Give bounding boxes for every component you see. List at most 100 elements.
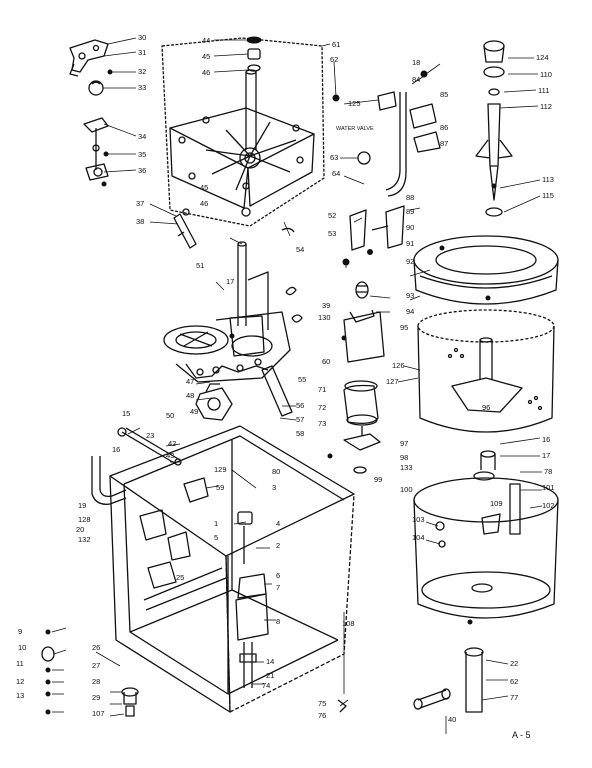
drain-hose-parts: [413, 647, 484, 713]
callout-label: 88: [406, 193, 414, 202]
callout-label: 46: [200, 199, 208, 208]
bracket-part: [69, 39, 109, 77]
callout-label: 16: [542, 435, 550, 444]
callout-label: 43: [166, 451, 174, 460]
callout-label: 129: [214, 465, 227, 474]
pump-part: [195, 383, 233, 421]
callout-label: 28: [92, 677, 100, 686]
callout-label: 85: [440, 90, 448, 99]
mounting-brackets: [342, 205, 405, 266]
callout-label: 40: [448, 715, 456, 724]
callout-label: 72: [318, 403, 326, 412]
callout-label: 12: [16, 677, 24, 686]
callout-label: 26: [92, 643, 100, 652]
callout-label: 53: [328, 229, 336, 238]
callout-label: 75: [318, 699, 326, 708]
callout-label: 112: [540, 102, 552, 111]
callout-label: 80: [272, 467, 280, 476]
callout-label: 19: [78, 501, 86, 510]
valve-pipe: [332, 70, 441, 197]
callout-label: 3: [272, 483, 276, 492]
callout-label: 11: [16, 659, 24, 668]
callout-label: 47: [186, 377, 194, 386]
callout-label: 6: [276, 571, 280, 580]
callout-labels: 30 31 32 33 34 35 36 37 38 44 45 46 61 6…: [16, 33, 555, 724]
callout-label: 78: [544, 467, 552, 476]
outer-tub: [413, 477, 559, 625]
callout-label: 87: [440, 139, 448, 148]
callout-label: 58: [296, 429, 304, 438]
callout-label: 49: [190, 407, 198, 416]
callout-label: 51: [196, 261, 204, 270]
callout-label: 8: [276, 617, 280, 626]
callout-label: 103: [412, 515, 425, 524]
callout-label: 133: [400, 463, 413, 472]
callout-label: 4: [276, 519, 280, 528]
callout-label: 10: [18, 643, 26, 652]
callout-label: 30: [138, 33, 146, 42]
callout-label: 14: [266, 657, 274, 666]
callout-label: 95: [400, 323, 408, 332]
callout-label: 132: [78, 535, 91, 544]
callout-label: 127: [386, 377, 399, 386]
callout-label: 35: [138, 150, 146, 159]
callout-label: 96: [482, 403, 490, 412]
small-clips: [261, 227, 303, 417]
callout-label: 111: [538, 86, 549, 95]
callout-label: 92: [406, 257, 414, 266]
callout-leader-lines: [51, 37, 543, 734]
callout-label: 124: [536, 53, 549, 62]
callout-label: 76: [318, 711, 326, 720]
callout-label: 21: [266, 671, 274, 680]
callout-label: 15: [122, 409, 130, 418]
switch-parts: [139, 477, 253, 589]
callout-label: 23: [146, 431, 154, 440]
transmission-assembly: [163, 241, 291, 383]
callout-label: 62: [330, 55, 338, 64]
callout-label: 42: [168, 439, 176, 448]
callout-label: 126: [392, 361, 405, 370]
spin-basket-support: [327, 450, 496, 481]
callout-label: 101: [542, 483, 555, 492]
drive-motor: [343, 380, 381, 451]
pin-part: [173, 213, 197, 249]
callout-label: 22: [510, 659, 518, 668]
callout-label: 2: [276, 541, 280, 550]
callout-label: 91: [406, 239, 414, 248]
callout-label: 5: [214, 533, 218, 542]
callout-label: 7: [276, 583, 280, 592]
callout-label: 93: [406, 291, 414, 300]
callout-label: 110: [540, 70, 552, 79]
callout-label: 33: [138, 83, 146, 92]
callout-label: 90: [406, 223, 414, 232]
callout-label: 108: [342, 619, 355, 628]
callout-label: 13: [16, 691, 24, 700]
callout-label: 46: [202, 68, 210, 77]
callout-label: 31: [138, 48, 146, 57]
callout-label: 73: [318, 419, 326, 428]
motor-relay-box: [235, 573, 269, 688]
callout-label: 113: [542, 175, 554, 184]
callout-label: 128: [78, 515, 91, 524]
water-valve-label: WATER VALVE: [336, 126, 374, 132]
callout-label: 98: [400, 453, 408, 462]
callout-label: 45: [202, 52, 210, 61]
callout-label: 17: [226, 277, 234, 286]
callout-label: 45: [200, 183, 208, 192]
pivot-assembly: [83, 117, 109, 181]
callout-label: 55: [298, 375, 306, 384]
callout-label: 1: [214, 519, 218, 528]
gear-case-cover: [161, 36, 325, 227]
callout-label: 16: [112, 445, 120, 454]
callout-label: 57: [296, 415, 304, 424]
callout-label: 44: [202, 36, 210, 45]
callout-label: 25: [176, 573, 184, 582]
callout-label: 17: [542, 451, 550, 460]
callout-label: 18: [412, 58, 420, 67]
outer-tub-top-ring: [413, 235, 559, 305]
callout-label: 107: [92, 709, 105, 718]
callout-label: 39: [322, 301, 330, 310]
callout-label: 109: [490, 499, 503, 508]
callout-label: 52: [328, 211, 336, 220]
